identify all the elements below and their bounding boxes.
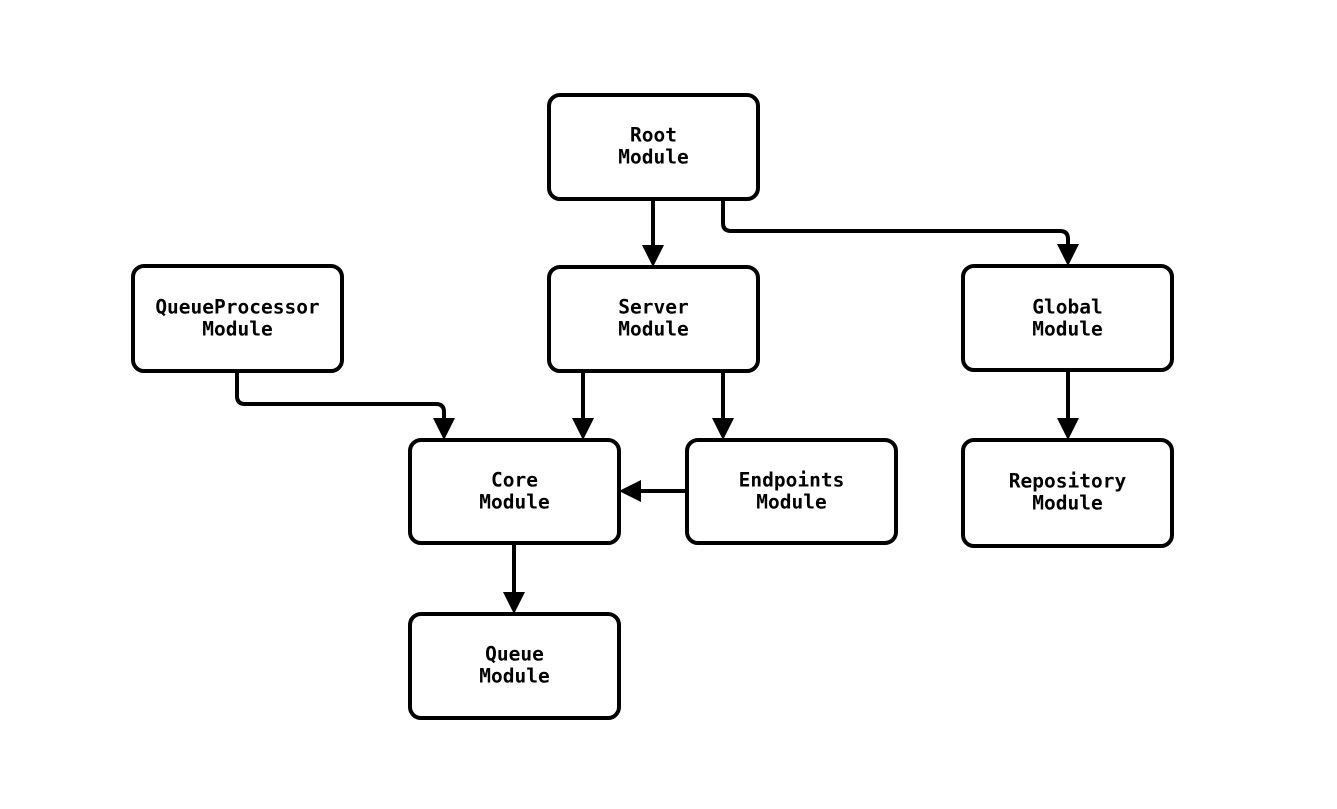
node-label-line2: Module bbox=[202, 318, 272, 341]
edge-line bbox=[721, 199, 1070, 250]
node-box[interactable] bbox=[408, 612, 621, 720]
node-label-line2: Module bbox=[618, 146, 688, 169]
node-core-module[interactable]: Core Module bbox=[408, 438, 621, 545]
node-server-module[interactable]: Server Module bbox=[547, 265, 760, 373]
node-repository-module[interactable]: Repository Module bbox=[961, 438, 1174, 548]
node-label-line2: Module bbox=[479, 491, 549, 514]
node-label-line2: Module bbox=[618, 318, 688, 341]
node-box[interactable] bbox=[961, 264, 1174, 372]
node-root-module[interactable]: Root Module bbox=[547, 93, 760, 201]
node-label-line1: QueueProcessor bbox=[155, 296, 319, 319]
node-label-line1: Queue bbox=[485, 643, 544, 666]
node-box[interactable] bbox=[685, 438, 898, 545]
arrow-head-down bbox=[1057, 244, 1079, 266]
node-label-line2: Module bbox=[479, 665, 549, 688]
node-global-module[interactable]: Global Module bbox=[961, 264, 1174, 372]
node-queue-module[interactable]: Queue Module bbox=[408, 612, 621, 720]
node-box[interactable] bbox=[131, 264, 344, 373]
edge-core-to-queue bbox=[503, 543, 525, 614]
edge-root-to-global bbox=[721, 199, 1079, 266]
node-label-line1: Repository bbox=[1009, 470, 1127, 493]
node-label-line2: Module bbox=[1032, 318, 1102, 341]
arrow-head-down bbox=[1057, 418, 1079, 440]
node-label-line1: Server bbox=[618, 296, 688, 319]
node-label-line2: Module bbox=[756, 491, 826, 514]
arrow-head-left bbox=[619, 480, 641, 502]
edge-root-to-server bbox=[642, 199, 664, 267]
arrow-head-down bbox=[503, 592, 525, 614]
arrow-head-down bbox=[642, 245, 664, 267]
edge-line bbox=[235, 371, 446, 424]
node-box[interactable] bbox=[547, 93, 760, 201]
node-label-line1: Global bbox=[1032, 296, 1102, 319]
arrow-head-down bbox=[572, 418, 594, 440]
node-endpoints-module[interactable]: Endpoints Module bbox=[685, 438, 898, 545]
edge-server-to-endpoints bbox=[712, 371, 734, 440]
edge-endpoints-to-core bbox=[619, 480, 687, 502]
node-queueprocessor-module[interactable]: QueueProcessor Module bbox=[131, 264, 344, 373]
edge-server-to-core bbox=[572, 371, 594, 440]
edge-queueprocessor-to-core bbox=[235, 371, 455, 440]
node-box[interactable] bbox=[408, 438, 621, 545]
node-label-line2: Module bbox=[1032, 492, 1102, 515]
arrow-head-down bbox=[712, 418, 734, 440]
edge-global-to-repository bbox=[1057, 370, 1079, 440]
node-box[interactable] bbox=[961, 438, 1174, 548]
node-label-line1: Core bbox=[491, 469, 538, 492]
node-label-line1: Endpoints bbox=[739, 469, 845, 492]
node-box[interactable] bbox=[547, 265, 760, 373]
node-label-line1: Root bbox=[630, 124, 677, 147]
arrow-head-down bbox=[433, 418, 455, 440]
